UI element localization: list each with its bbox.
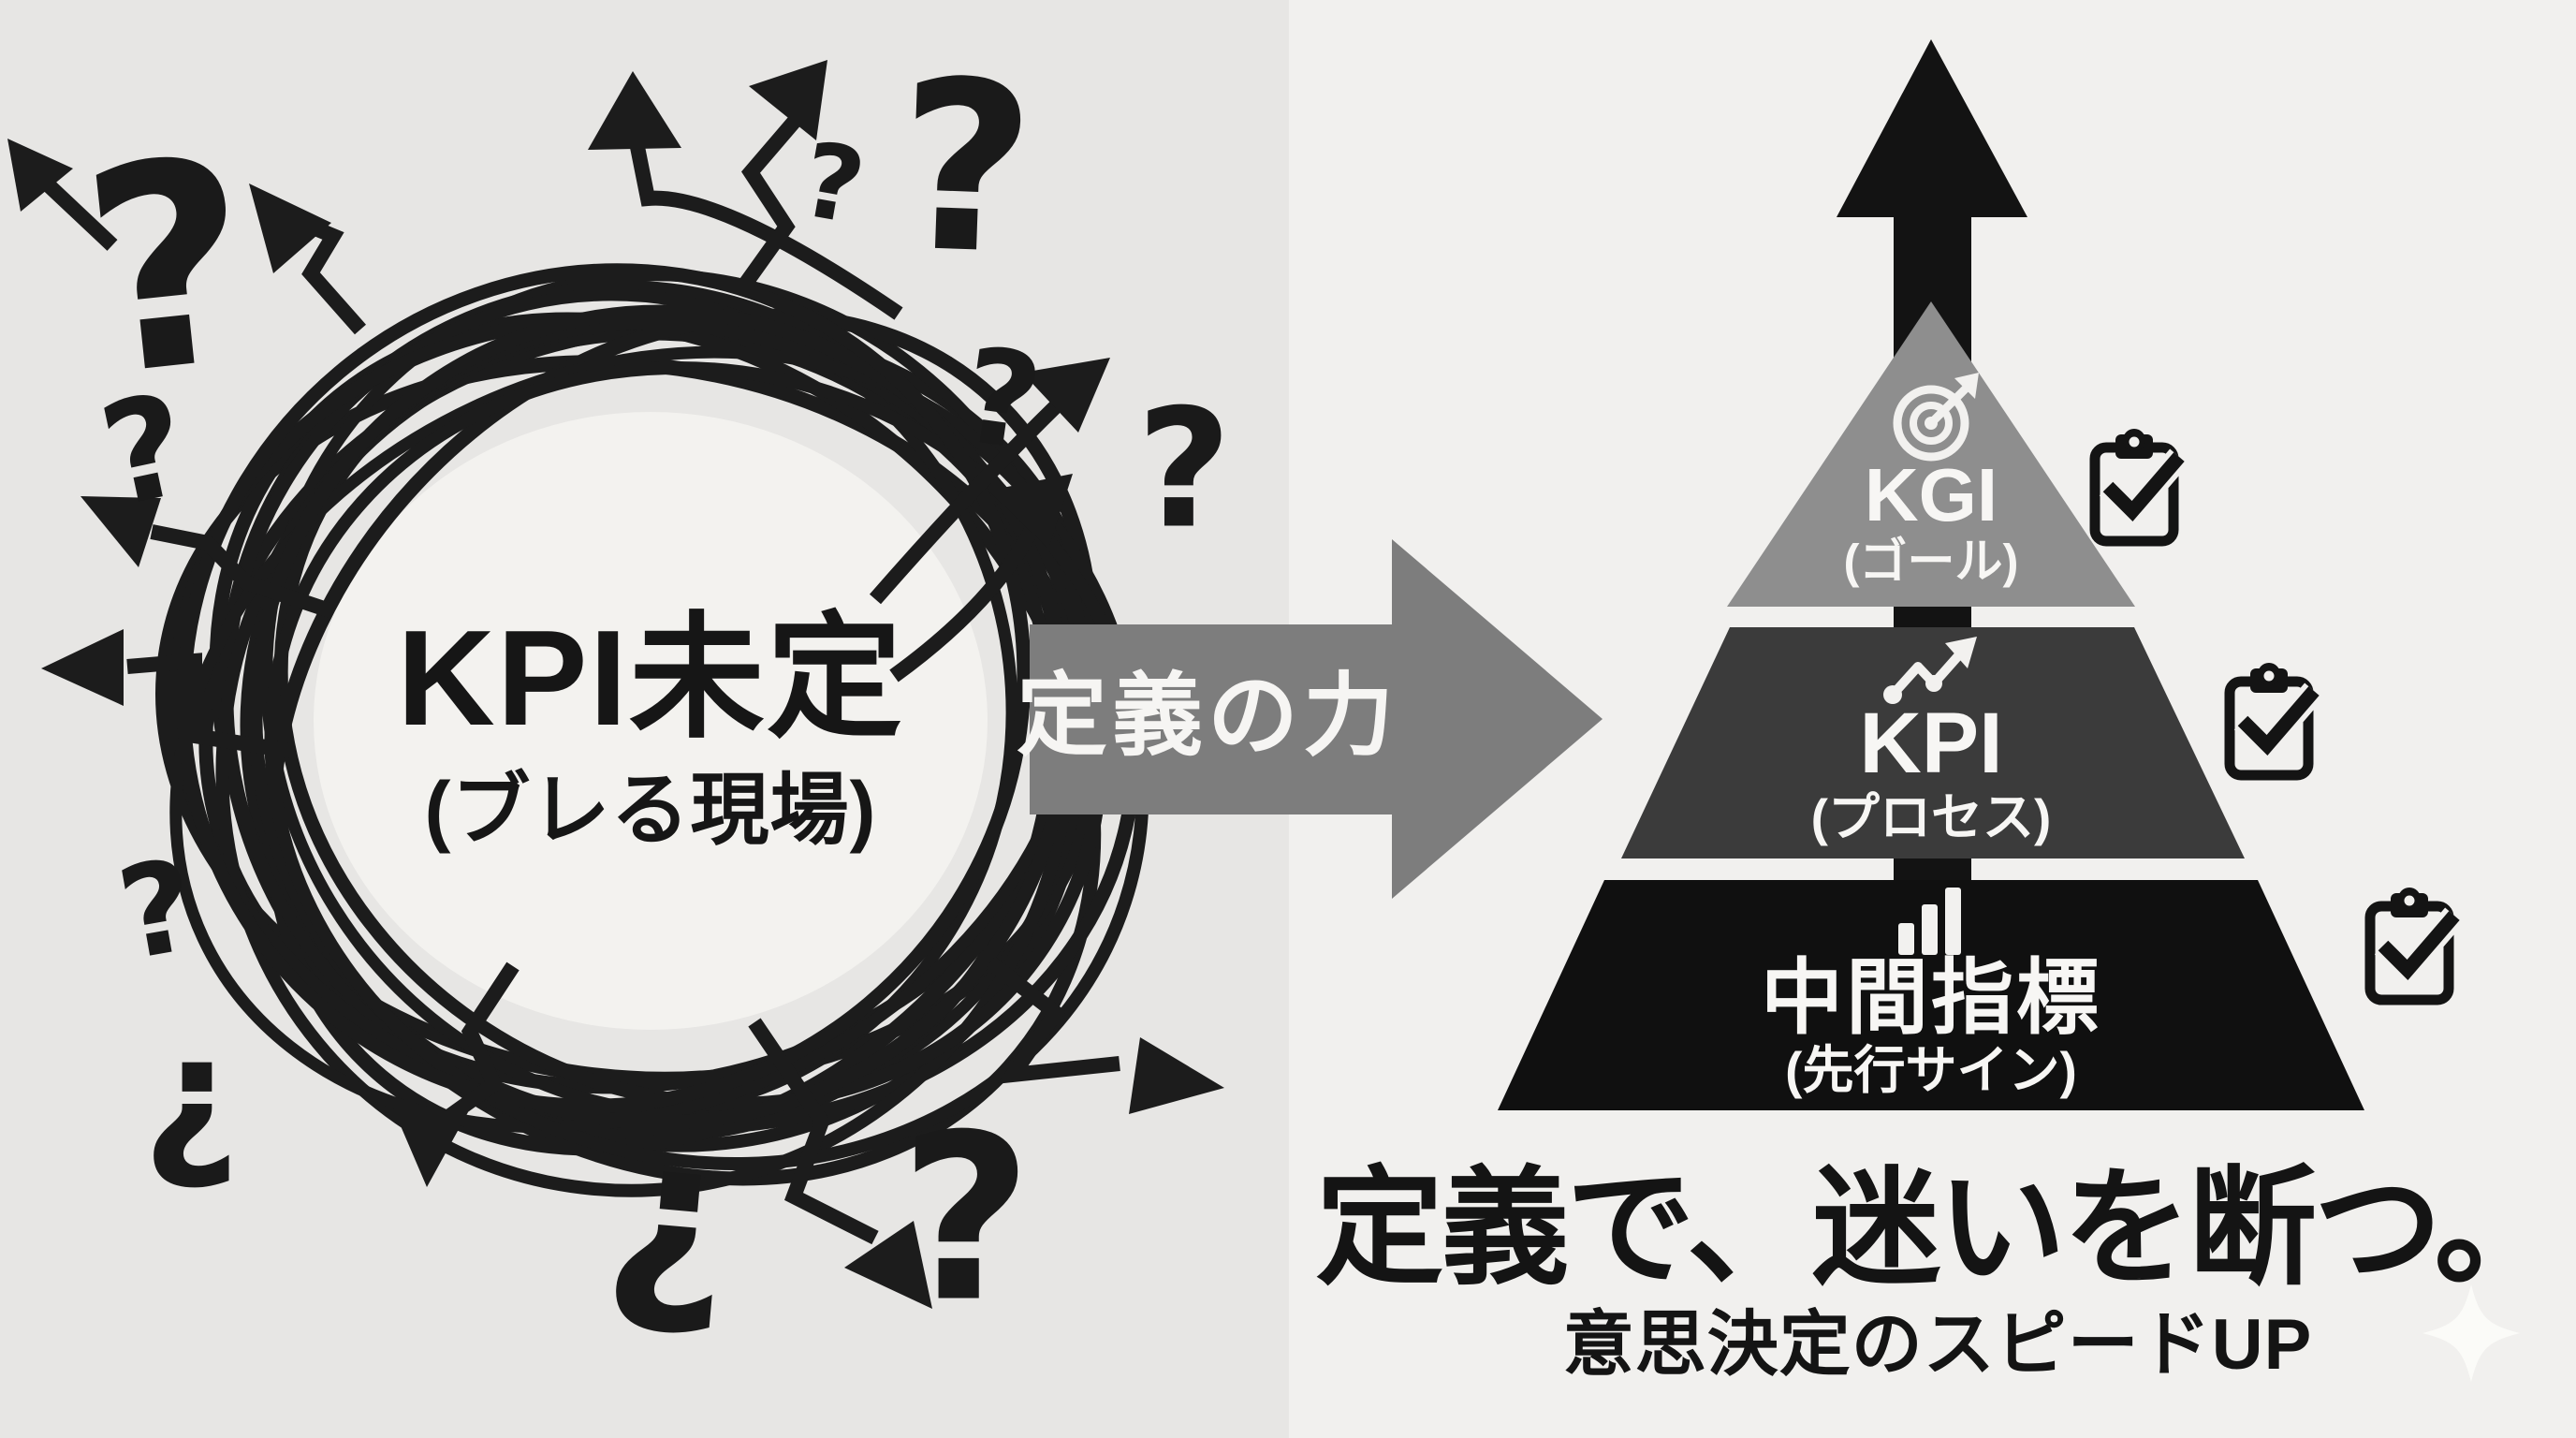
up-left-zigzag-arrow-icon — [249, 183, 366, 335]
inverted-question-mark: ¿ — [596, 1086, 744, 1347]
pyramid-level-kpi-shape — [1621, 627, 2245, 858]
pyramid-kgi-sublabel: (ゴール) — [1843, 535, 2019, 588]
down-zigzag-arrow-icon — [393, 961, 520, 1187]
pyramid-kpi-sublabel: (プロセス) — [1810, 788, 2052, 846]
footer-block: 定義で、迷いを断つ。 意思決定のスピードUP — [1301, 1165, 2574, 1381]
pyramid-base-sublabel: (先行サイン) — [1785, 1041, 2077, 1099]
scribble-inner-area — [314, 412, 988, 1030]
down-right-zigzag-arrow-icon — [986, 956, 1224, 1114]
transform-arrow-shape — [1030, 539, 1603, 899]
footer-headline: 定義で、迷いを断つ。 — [1315, 1157, 2562, 1300]
pyramid-level-base-shape — [1498, 880, 2364, 1110]
up-right-arc-arrow-icon — [889, 474, 1073, 682]
question-mark: ? — [1136, 374, 1232, 565]
sparkle-icon — [2422, 1284, 2520, 1382]
chaos-label-block: KPI未定 (ブレる現場) — [323, 602, 978, 854]
question-mark: ? — [899, 1085, 1033, 1353]
scribble-tangle-icon — [155, 263, 1149, 1197]
pyramid-kgi-label: KGI — [1864, 453, 1998, 536]
inverted-question-mark: ¿ — [141, 999, 241, 1195]
down-zigzag-arrow-icon — [748, 1018, 932, 1309]
chaos-title: KPI未定 — [397, 602, 904, 754]
target-icon — [1893, 373, 1979, 462]
bar-chart-icon — [1898, 888, 1961, 955]
up-right-zigzag-arrow-icon — [738, 60, 827, 290]
zigzag-arrow-group — [7, 60, 1224, 1309]
question-mark: ? — [893, 29, 1039, 307]
pyramid-kpi-label: KPI — [1859, 696, 2003, 791]
left-up-zigzag-arrow-icon — [80, 496, 332, 618]
up-zigzag-arrow-icon — [588, 71, 903, 320]
up-arrow-icon — [1837, 39, 2027, 217]
pyramid-base-label: 中間指標 — [1760, 951, 2101, 1044]
up-right-arc-arrow-icon — [869, 358, 1110, 605]
corner-up-left-arrow-icon — [7, 139, 118, 251]
trend-up-icon — [1883, 637, 1977, 704]
transform-arrow-label: 定義の力 — [1017, 665, 1398, 767]
left-zigzag-arrow-icon — [41, 629, 292, 758]
footer-subheadline: 意思決定のスピードUP — [1562, 1305, 2313, 1385]
chaos-subtitle: (ブレる現場) — [424, 766, 877, 854]
